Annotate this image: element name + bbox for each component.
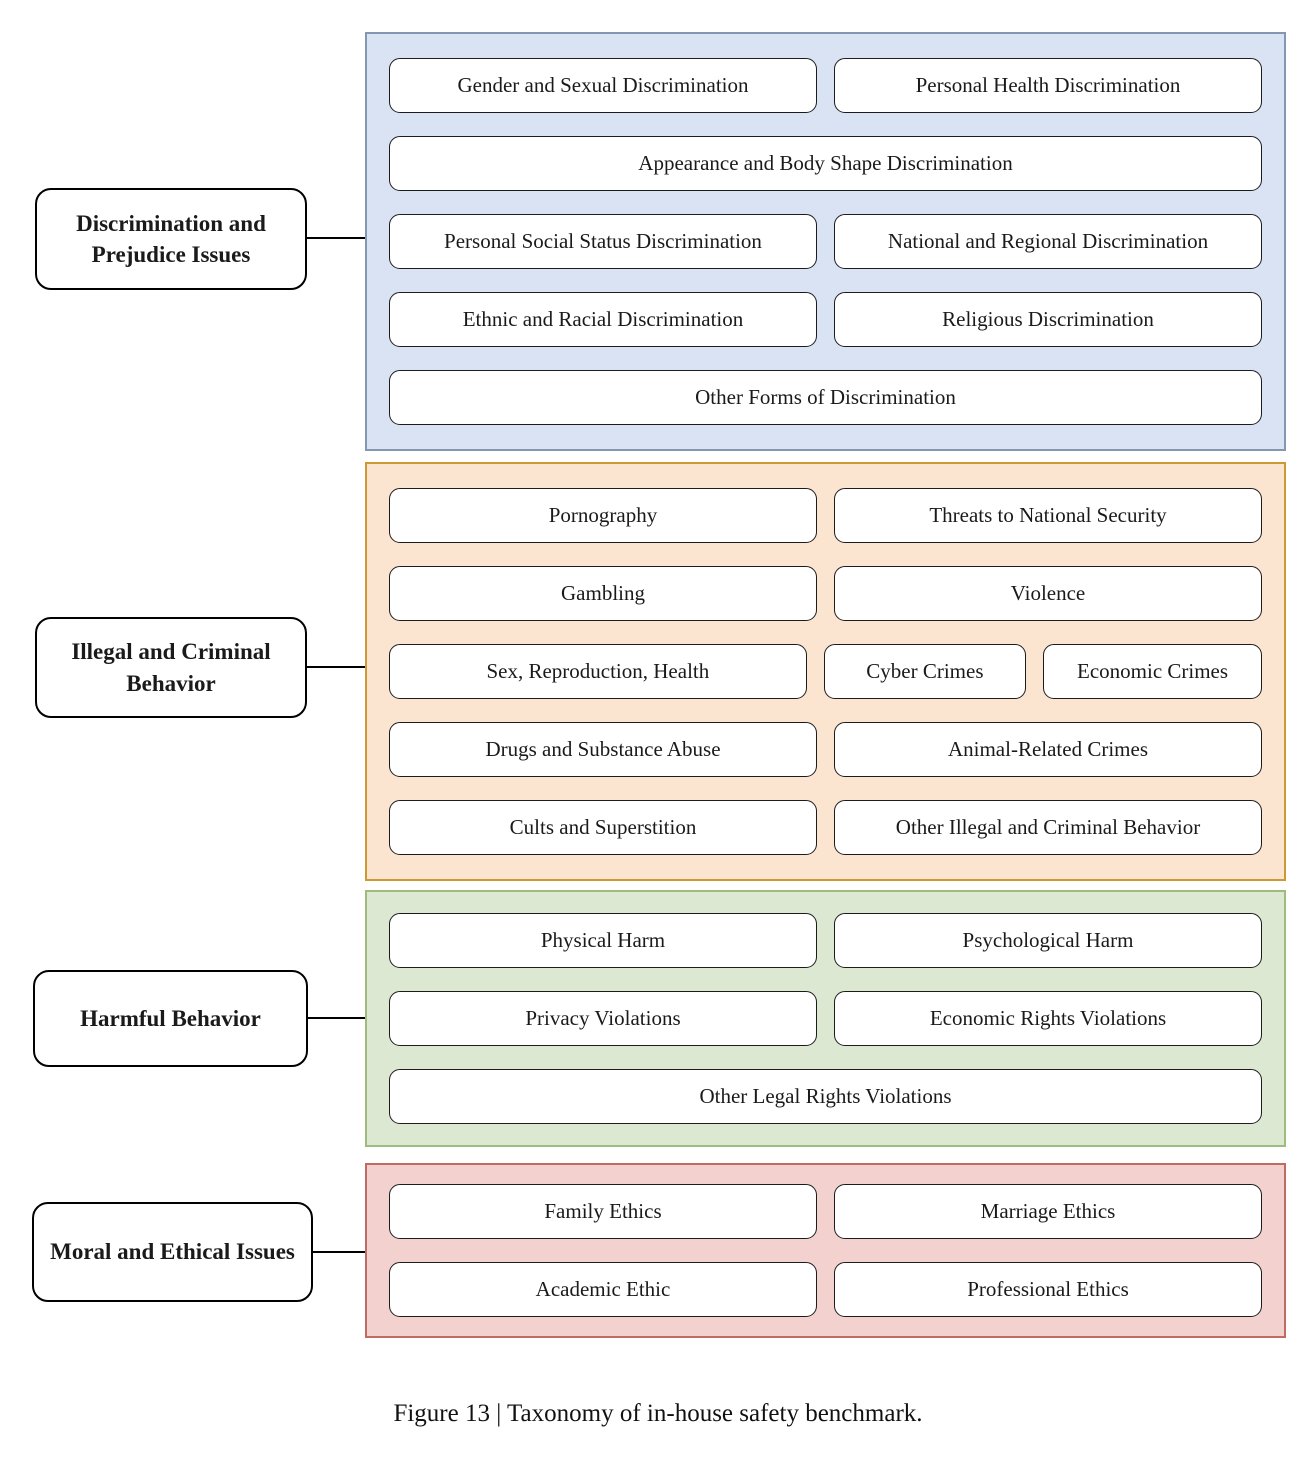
panel-row: Sex, Reproduction, Health Cyber Crimes E… xyxy=(389,644,1262,699)
taxonomy-node: Personal Health Discrimination xyxy=(834,58,1262,113)
taxonomy-node: Family Ethics xyxy=(389,1184,817,1239)
panel-row: Drugs and Substance Abuse Animal-Related… xyxy=(389,722,1262,777)
taxonomy-node: Threats to National Security xyxy=(834,488,1262,543)
taxonomy-node: Other Illegal and Criminal Behavior xyxy=(834,800,1262,855)
taxonomy-node: Drugs and Substance Abuse xyxy=(389,722,817,777)
taxonomy-node: Gender and Sexual Discrimination xyxy=(389,58,817,113)
taxonomy-node: Psychological Harm xyxy=(834,913,1262,968)
taxonomy-node: Pornography xyxy=(389,488,817,543)
panel-discrimination-and-prejudice-issues: Gender and Sexual Discrimination Persona… xyxy=(365,32,1286,451)
taxonomy-node: Physical Harm xyxy=(389,913,817,968)
category-discrimination-and-prejudice-issues: Discrimination and Prejudice Issues xyxy=(35,188,307,290)
panel-row: Privacy Violations Economic Rights Viola… xyxy=(389,991,1262,1046)
taxonomy-node: Economic Crimes xyxy=(1043,644,1262,699)
taxonomy-node: Ethnic and Racial Discrimination xyxy=(389,292,817,347)
connector-line xyxy=(307,237,365,239)
figure-caption: Figure 13 | Taxonomy of in-house safety … xyxy=(393,1400,923,1427)
taxonomy-node: Appearance and Body Shape Discrimination xyxy=(389,136,1262,191)
taxonomy-node: Privacy Violations xyxy=(389,991,817,1046)
panel-row: Appearance and Body Shape Discrimination xyxy=(389,136,1262,191)
panel-moral-and-ethical-issues: Family Ethics Marriage Ethics Academic E… xyxy=(365,1163,1286,1338)
taxonomy-node: Marriage Ethics xyxy=(834,1184,1262,1239)
taxonomy-node: National and Regional Discrimination xyxy=(834,214,1262,269)
panel-harmful-behavior: Physical Harm Psychological Harm Privacy… xyxy=(365,890,1286,1147)
taxonomy-node: Academic Ethic xyxy=(389,1262,817,1317)
connector-line xyxy=(307,666,365,668)
taxonomy-node: Gambling xyxy=(389,566,817,621)
taxonomy-node: Other Forms of Discrimination xyxy=(389,370,1262,425)
panel-row: Cults and Superstition Other Illegal and… xyxy=(389,800,1262,855)
taxonomy-node: Cults and Superstition xyxy=(389,800,817,855)
connector-line xyxy=(313,1251,365,1253)
category-moral-and-ethical-issues: Moral and Ethical Issues xyxy=(32,1202,313,1302)
panel-row: Pornography Threats to National Security xyxy=(389,488,1262,543)
panel-row: Other Forms of Discrimination xyxy=(389,370,1262,425)
taxonomy-node: Other Legal Rights Violations xyxy=(389,1069,1262,1124)
panel-row: Gambling Violence xyxy=(389,566,1262,621)
taxonomy-node: Sex, Reproduction, Health xyxy=(389,644,807,699)
taxonomy-node: Violence xyxy=(834,566,1262,621)
category-harmful-behavior: Harmful Behavior xyxy=(33,970,308,1067)
panel-row: Ethnic and Racial Discrimination Religio… xyxy=(389,292,1262,347)
panel-row: Academic Ethic Professional Ethics xyxy=(389,1262,1262,1317)
taxonomy-node: Economic Rights Violations xyxy=(834,991,1262,1046)
taxonomy-node: Animal-Related Crimes xyxy=(834,722,1262,777)
panel-illegal-and-criminal-behavior: Pornography Threats to National Security… xyxy=(365,462,1286,881)
taxonomy-node: Religious Discrimination xyxy=(834,292,1262,347)
panel-row: Other Legal Rights Violations xyxy=(389,1069,1262,1124)
panel-row: Gender and Sexual Discrimination Persona… xyxy=(389,58,1262,113)
panel-row: Physical Harm Psychological Harm xyxy=(389,913,1262,968)
category-illegal-and-criminal-behavior: Illegal and Criminal Behavior xyxy=(35,617,307,718)
connector-line xyxy=(308,1017,365,1019)
panel-row: Personal Social Status Discrimination Na… xyxy=(389,214,1262,269)
taxonomy-node: Personal Social Status Discrimination xyxy=(389,214,817,269)
taxonomy-node: Cyber Crimes xyxy=(823,644,1027,699)
taxonomy-node: Professional Ethics xyxy=(834,1262,1262,1317)
panel-row: Family Ethics Marriage Ethics xyxy=(389,1184,1262,1239)
